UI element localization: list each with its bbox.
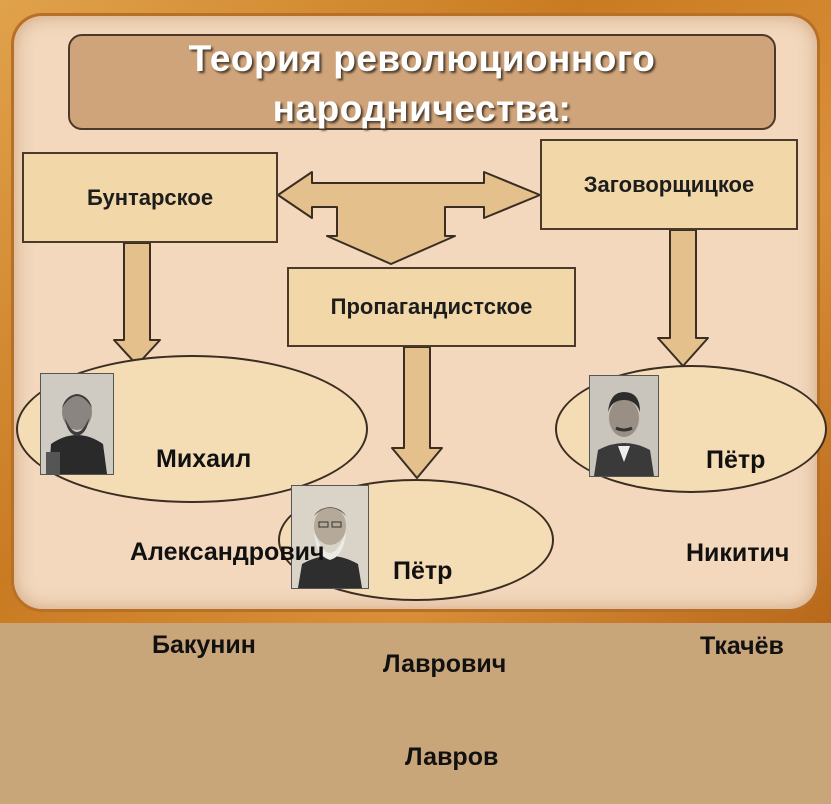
double-arrow-with-branch (277, 171, 541, 265)
portrait-lavrov (291, 485, 369, 589)
tkachev-patronymic: Никитич (686, 539, 790, 567)
label-buntarskoe: Бунтарское (86, 184, 214, 210)
lavrov-portrait-icon (292, 486, 368, 588)
label-zagovorshchitskoe: Заговорщицкое (583, 171, 755, 197)
box-propagandistskoe: Пропагандистское (287, 267, 576, 347)
tkachev-surname: Ткачёв (700, 632, 784, 660)
lavrov-surname: Лавров (405, 743, 499, 771)
name-tkachev: Пётр Никитич Ткачёв (686, 383, 789, 693)
arrows-layer (113, 171, 709, 479)
arrow-down-bakunin (113, 242, 161, 366)
name-lavrov: Пётр Лаврович Лавров (383, 494, 506, 804)
bakunin-patronymic: Александрович (130, 538, 325, 566)
bakunin-first-name: Михаил (156, 445, 252, 473)
portrait-tkachev (589, 375, 659, 477)
portrait-bakunin (40, 373, 114, 475)
title-line-2: народничества: (272, 88, 572, 129)
lavrov-patronymic: Лаврович (383, 650, 507, 678)
box-buntarskoe: Бунтарское (22, 152, 278, 243)
arrow-down-lavrov (391, 346, 443, 479)
bakunin-portrait-icon (41, 374, 113, 474)
lavrov-first-name: Пётр (393, 557, 453, 585)
bakunin-surname: Бакунин (152, 631, 256, 659)
slide-title: Теория революционного народничества: (68, 34, 776, 134)
label-propagandistskoe: Пропагандистское (330, 294, 533, 319)
title-line-1: Теория революционного (188, 38, 656, 79)
tkachev-first-name: Пётр (706, 446, 766, 474)
arrow-down-tkachev (657, 229, 709, 367)
tkachev-portrait-icon (590, 376, 658, 476)
title-box (68, 34, 776, 130)
box-zagovorshchitskoe: Заговорщицкое (540, 139, 798, 230)
name-bakunin: Михаил Александрович Бакунин (130, 382, 325, 692)
